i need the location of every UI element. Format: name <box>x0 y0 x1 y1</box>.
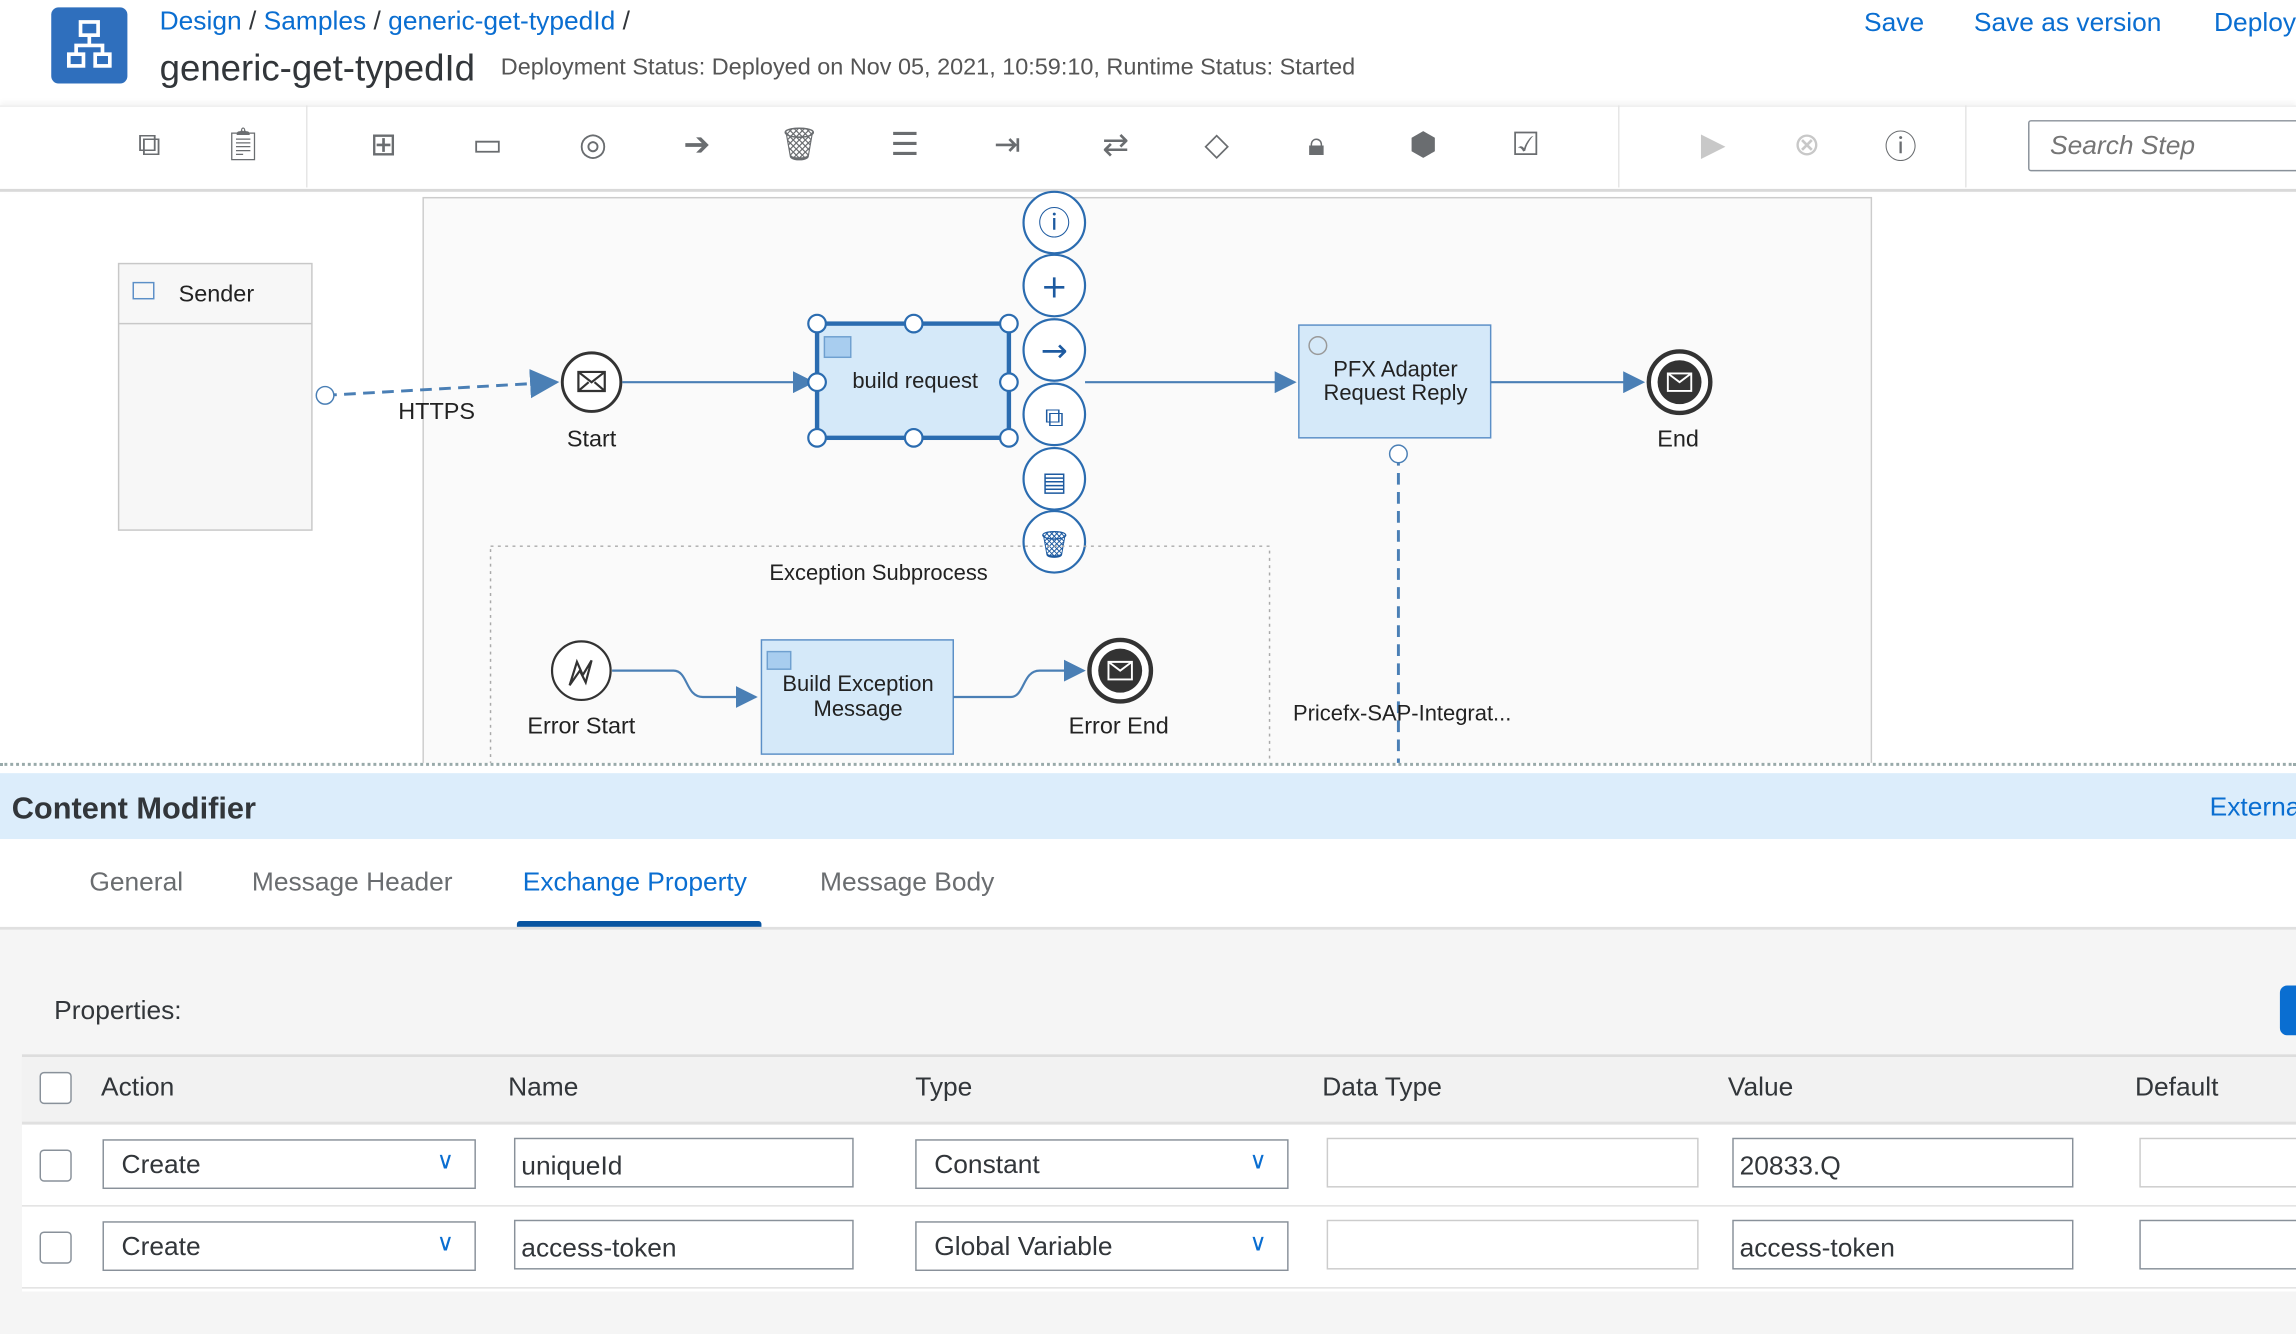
paste-icon: ▤ <box>1042 468 1067 498</box>
end-label: End <box>1657 426 1699 452</box>
start-label: Start <box>567 426 617 452</box>
name-input[interactable]: access-token <box>514 1220 854 1270</box>
chevron-down-icon: ∨ <box>437 1147 454 1176</box>
tab-message-body[interactable]: Message Body <box>820 867 994 898</box>
panel-header <box>0 773 2296 839</box>
breadcrumb: Design / Samples / generic-get-typedId / <box>160 6 630 37</box>
panel-title: Content Modifier <box>12 792 256 827</box>
default-input[interactable] <box>2139 1220 2296 1270</box>
tab-message-header[interactable]: Message Header <box>252 867 453 898</box>
paste-icon[interactable]: 📋︎ <box>224 126 262 164</box>
copy-icon[interactable]: ⧉ <box>130 126 168 164</box>
save-as-version-button[interactable]: Save as version <box>1974 7 2162 38</box>
data-type-input[interactable] <box>1327 1138 1699 1188</box>
arrow-right-icon[interactable]: ➔ <box>678 126 716 164</box>
breadcrumb-artifact[interactable]: generic-get-typedId <box>388 6 615 35</box>
type-value: Constant <box>934 1149 1039 1178</box>
exception-subprocess-label: Exception Subprocess <box>769 560 987 585</box>
value-input[interactable]: 20833.Q <box>1732 1138 2073 1188</box>
import-icon[interactable]: ⇥ <box>988 126 1026 164</box>
deploy-button[interactable]: Deploy <box>2214 7 2296 38</box>
app-logo <box>51 7 127 83</box>
tab-exchange-property[interactable]: Exchange Property <box>523 867 747 898</box>
copy-icon: ⧉ <box>1045 403 1064 433</box>
type-select[interactable]: Global Variable ∨ <box>915 1221 1288 1271</box>
clipboard-check-icon[interactable]: ☑ <box>1507 126 1545 164</box>
content-modifier-icon <box>767 652 790 670</box>
content-modifier-icon <box>824 337 850 358</box>
save-button[interactable]: Save <box>1864 7 1924 38</box>
toolbar-divider <box>1618 105 1619 187</box>
deployment-status: Deployment Status: Deployed on Nov 05, 2… <box>501 56 1355 82</box>
breadcrumb-design[interactable]: Design <box>160 6 242 35</box>
toolbar <box>0 105 2296 191</box>
toolbar-divider <box>306 105 307 187</box>
search-step-input[interactable] <box>2028 120 2296 171</box>
table-row <box>22 1287 2296 1288</box>
arrow-right-icon: → <box>1041 332 1068 370</box>
help-icon[interactable]: ⓘ <box>1882 126 1920 164</box>
tab-general[interactable]: General <box>89 867 183 898</box>
page-title: generic-get-typedId <box>160 48 475 90</box>
swap-icon[interactable]: ⇄ <box>1097 126 1135 164</box>
menu-icon[interactable]: ☰ <box>886 126 924 164</box>
error-start-label: Error Start <box>527 713 635 739</box>
add-property-button[interactable] <box>2280 985 2296 1035</box>
target-icon[interactable]: ◎ <box>574 126 612 164</box>
chevron-down-icon: ∨ <box>1249 1147 1266 1176</box>
https-label: HTTPS <box>398 398 475 424</box>
action-value: Create <box>122 1149 201 1178</box>
properties-label: Properties: <box>54 996 181 1027</box>
process-icon <box>51 7 127 83</box>
action-value: Create <box>122 1231 201 1260</box>
action-select[interactable]: Create ∨ <box>103 1139 476 1189</box>
value-input[interactable]: access-token <box>1732 1220 2073 1270</box>
error-end-label: Error End <box>1069 713 1169 739</box>
package-icon[interactable]: ⬢ <box>1404 126 1442 164</box>
column-type: Type <box>915 1072 972 1103</box>
build-exception-label-1: Build Exception <box>782 671 933 696</box>
build-request-label: build request <box>852 368 978 393</box>
default-input[interactable] <box>2139 1138 2296 1188</box>
integration-flow-canvas[interactable]: ⓘ + → ⧉ ▤ 🗑︎ Sender HTTPS Start <box>0 190 2296 768</box>
pfx-adapter-label-1: PFX Adapter <box>1333 356 1457 381</box>
pfx-adapter-label-2: Request Reply <box>1323 380 1467 405</box>
action-select[interactable]: Create ∨ <box>103 1221 476 1271</box>
table-header <box>22 1057 2296 1124</box>
table-row <box>22 1205 2296 1206</box>
type-select[interactable]: Constant ∨ <box>915 1139 1288 1189</box>
add-step-icon[interactable]: ⊞ <box>365 126 403 164</box>
diamond-icon[interactable]: ◇ <box>1198 126 1236 164</box>
column-default: Default <box>2135 1072 2219 1103</box>
breadcrumb-samples[interactable]: Samples <box>264 6 367 35</box>
name-input[interactable]: uniqueId <box>514 1138 854 1188</box>
select-all-checkbox[interactable] <box>40 1072 72 1104</box>
column-data-type: Data Type <box>1322 1072 1442 1103</box>
row-checkbox[interactable] <box>40 1231 72 1263</box>
data-type-input[interactable] <box>1327 1220 1699 1270</box>
type-value: Global Variable <box>934 1231 1112 1260</box>
chevron-down-icon: ∨ <box>437 1229 454 1258</box>
receiver-label: Pricefx-SAP-Integrat... <box>1293 700 1511 725</box>
delete-icon[interactable]: 🗑︎ <box>780 126 818 164</box>
externalize-link[interactable]: Externa <box>2210 792 2296 823</box>
row-checkbox[interactable] <box>40 1149 72 1181</box>
lock-icon[interactable]: 🔒︎ <box>1297 126 1335 164</box>
toolbar-divider <box>1965 105 1966 187</box>
chevron-down-icon: ∨ <box>1249 1229 1266 1258</box>
column-action: Action <box>101 1072 174 1103</box>
sender-label: Sender <box>179 281 255 307</box>
run-icon: ▶ <box>1694 126 1732 164</box>
cancel-icon: ⊗ <box>1788 126 1826 164</box>
info-icon: ⓘ <box>1038 204 1070 242</box>
column-name: Name <box>508 1072 578 1103</box>
build-exception-label-2: Message <box>814 696 903 721</box>
window-icon[interactable]: ▭ <box>469 126 507 164</box>
plus-icon: + <box>1041 267 1068 305</box>
column-value: Value <box>1728 1072 1793 1103</box>
